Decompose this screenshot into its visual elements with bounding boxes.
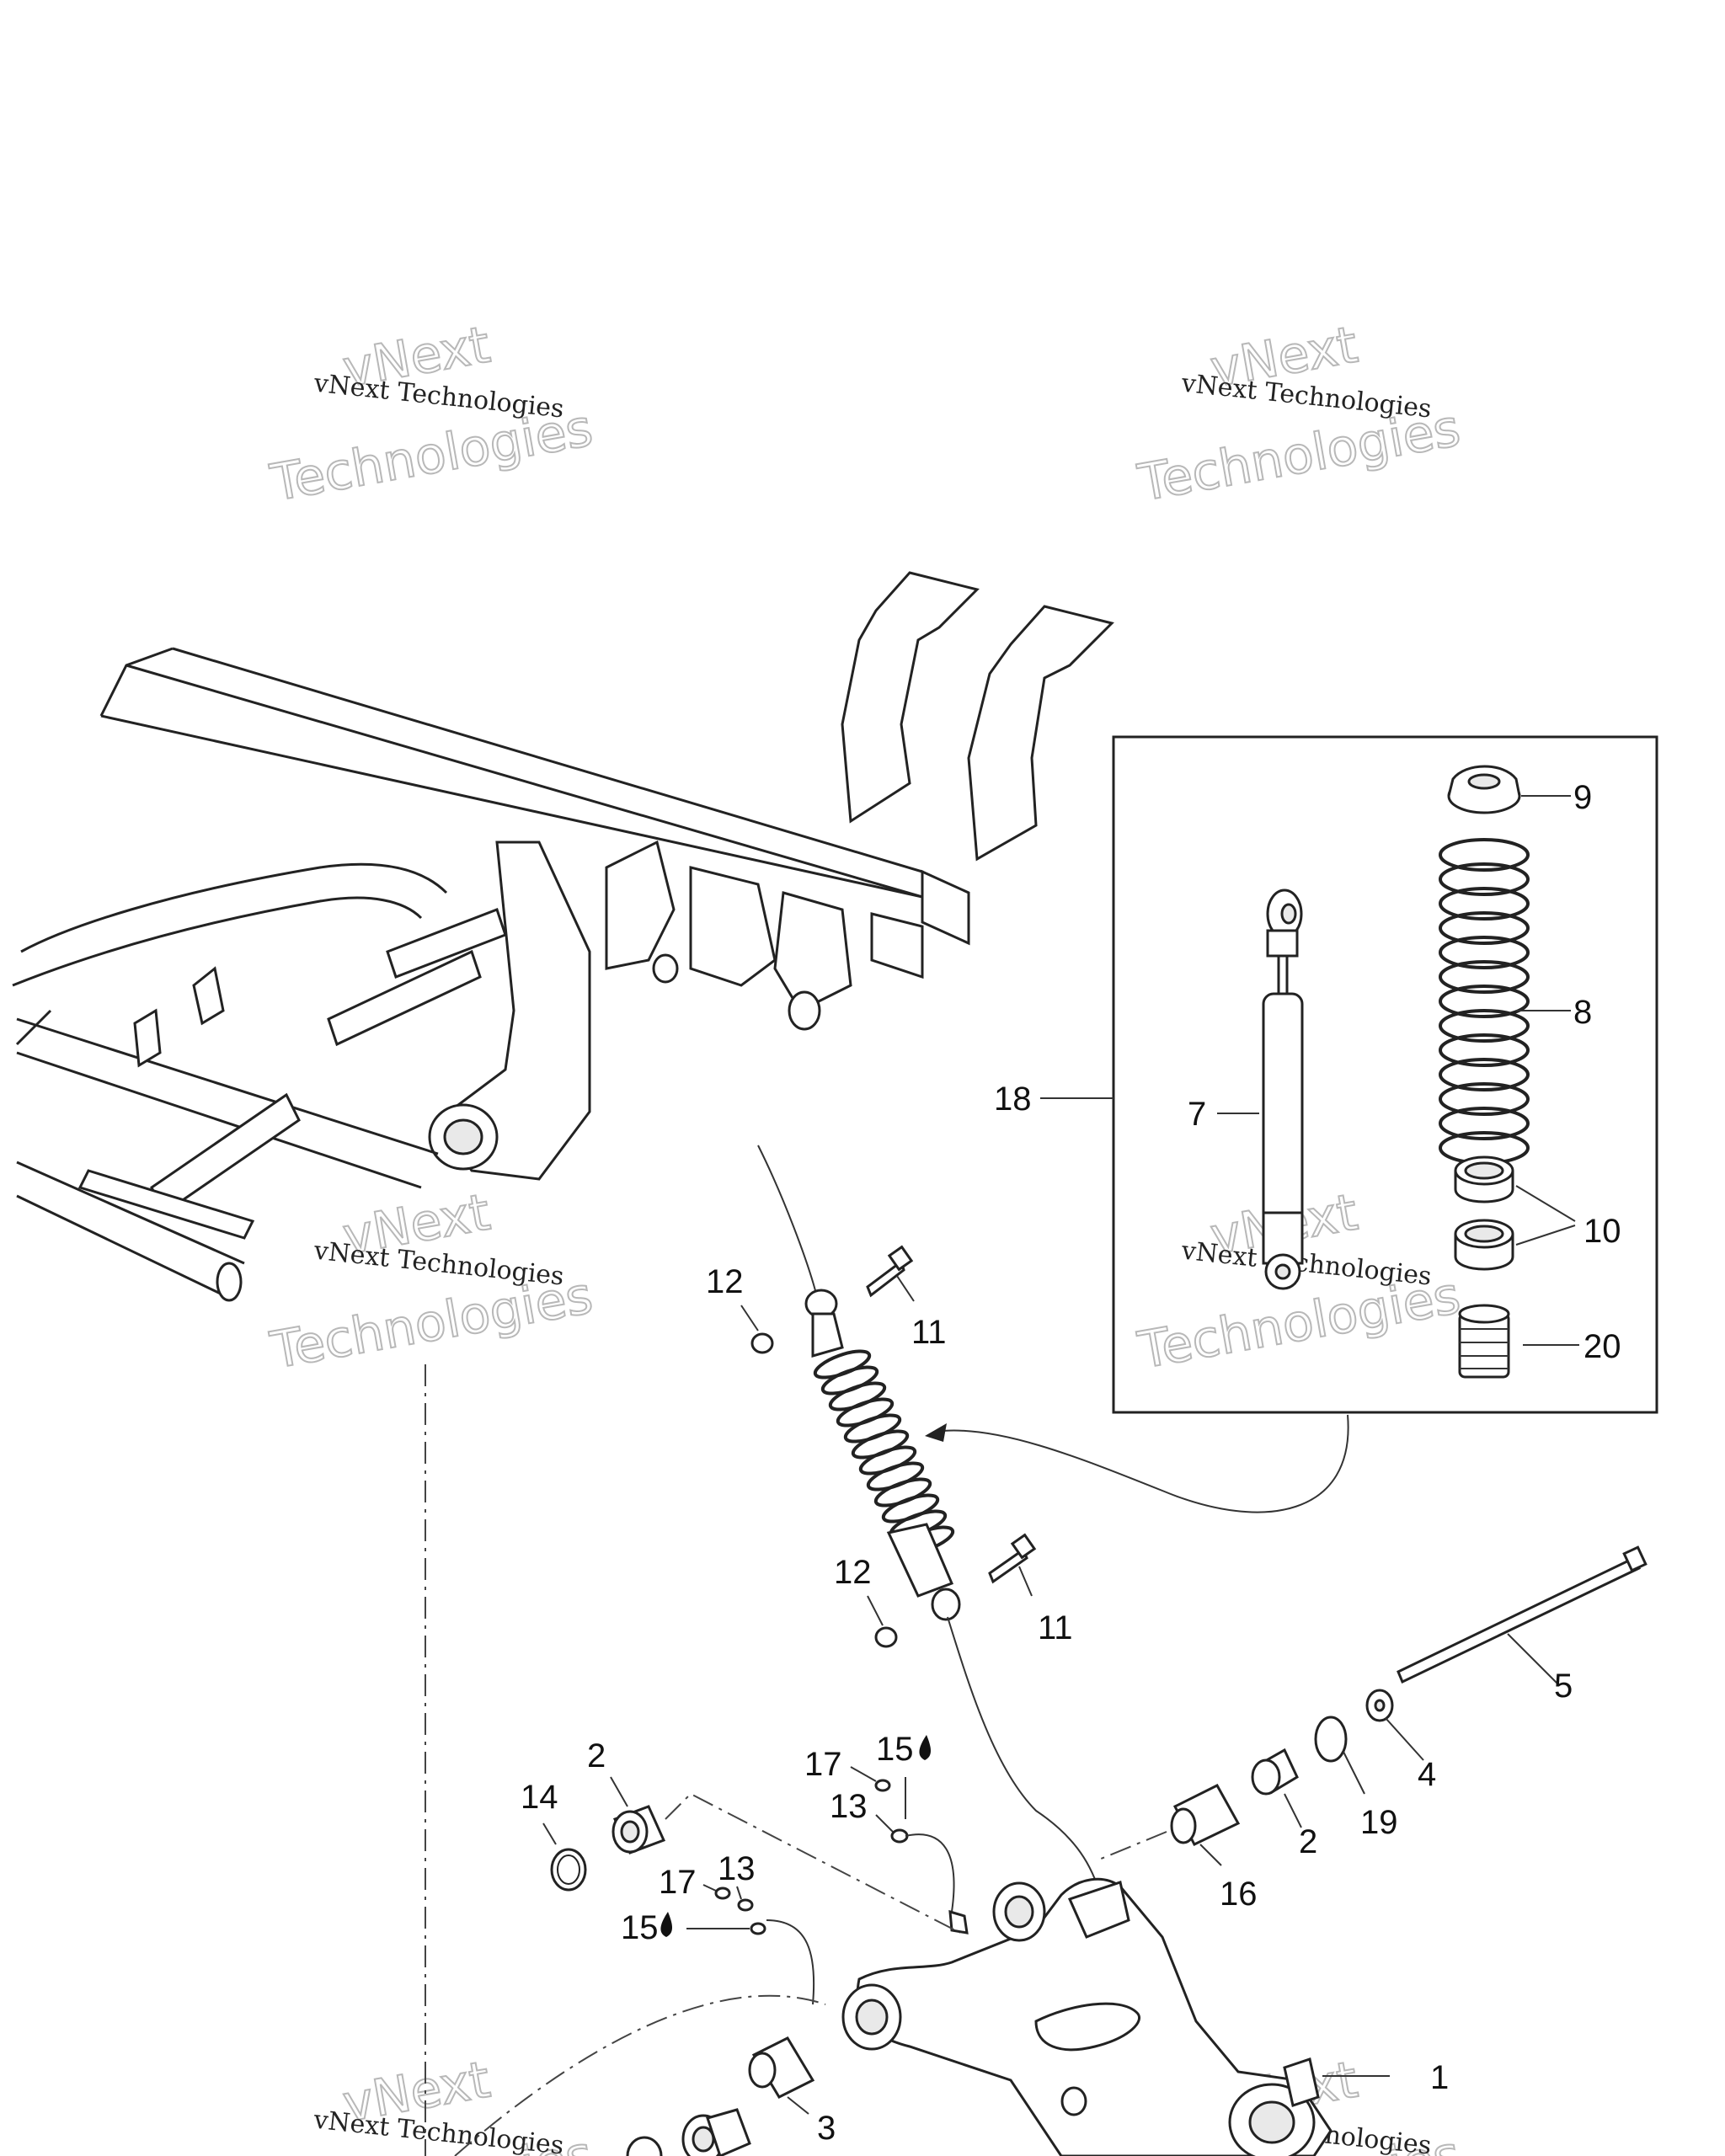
bushing-3: 3 — [748, 2036, 836, 2147]
kit-box-18: 18 — [994, 735, 1658, 1414]
washer-4: 4 — [1365, 1689, 1436, 1793]
bolt-11-upper: 11 — [866, 1245, 947, 1351]
bushing-2-right: 2 — [1251, 1748, 1317, 1860]
detail-arrow — [925, 1414, 1349, 1513]
coil-turn — [836, 1397, 895, 1428]
coil-turn — [1439, 911, 1530, 945]
coil-turn — [1439, 960, 1530, 994]
watermark-bottom-left: vNext Technologies vNext Technologies — [265, 2049, 598, 2156]
coil-turn — [1439, 936, 1530, 969]
callout-14: 14 — [521, 1779, 558, 1816]
callout-13-lower: 13 — [718, 1850, 756, 1887]
spacer-16: 16 — [1094, 1784, 1258, 1913]
callout-15-upper: 15 — [876, 1731, 914, 1768]
coil-spring-8 — [1439, 838, 1530, 1165]
adjuster-nut-10-upper — [1454, 1155, 1514, 1203]
coil-turn — [1439, 1107, 1530, 1140]
seal-ring-19: 19 — [1314, 1716, 1398, 1841]
callout-10: 10 — [1583, 1213, 1621, 1250]
bushing-2-left: 2 — [587, 1737, 961, 1934]
shock-absorber-7: 7 — [1188, 889, 1304, 1290]
coil-turn — [820, 1365, 879, 1396]
callout-11-upper: 11 — [911, 1314, 947, 1351]
spring-seat-9: 9 — [1447, 765, 1592, 816]
pivot-shaft-5: 5 — [1397, 1545, 1648, 1705]
callout-1: 1 — [1430, 2059, 1449, 2096]
callout-2-left: 2 — [587, 1737, 606, 1774]
coil-turn — [1439, 887, 1530, 921]
coil-turn — [1439, 1009, 1530, 1043]
callout-5: 5 — [1554, 1668, 1573, 1705]
nut-12-upper: 12 — [706, 1263, 774, 1354]
bushing-2-lower — [681, 2108, 751, 2156]
coil-turn — [1439, 838, 1530, 872]
watermark-top-left: vNext Technologies vNext Technologies — [265, 314, 598, 514]
drop-icon — [660, 1912, 672, 1937]
coil-turn — [851, 1429, 910, 1460]
callout-3: 3 — [817, 2110, 836, 2147]
coil-turn — [843, 1413, 902, 1444]
callout-2-right: 2 — [1299, 1823, 1317, 1860]
centerline-lower — [454, 1994, 826, 2156]
grease-group-lower: 17 13 15 — [621, 1850, 815, 2005]
coil-turn — [1439, 1058, 1530, 1091]
coil-turn — [1439, 862, 1530, 896]
nut-12-lower: 12 — [834, 1554, 898, 1648]
callout-12-lower: 12 — [834, 1554, 872, 1591]
callout-17-upper: 17 — [804, 1746, 842, 1783]
drop-icon — [919, 1735, 931, 1760]
watermark-top-right: vNext Technologies vNext Technologies — [1133, 314, 1466, 514]
coil-turn — [873, 1477, 932, 1508]
callout-8: 8 — [1573, 994, 1592, 1031]
grease-group-upper: 17 15 13 — [804, 1731, 969, 1935]
shock-assembly — [757, 1145, 1104, 1904]
threaded-sleeve-20: 20 — [1458, 1304, 1621, 1379]
vehicle-frame — [12, 571, 1114, 1302]
adjuster-nut-10-lower — [1454, 1219, 1514, 1271]
coil-turn — [1439, 1082, 1530, 1116]
coil-turn — [1439, 1033, 1530, 1067]
callout-9: 9 — [1573, 779, 1592, 816]
callout-11-lower: 11 — [1038, 1609, 1073, 1646]
seal-ring-14: 14 — [521, 1779, 587, 1892]
callout-16: 16 — [1220, 1876, 1258, 1913]
coil-turn — [866, 1461, 925, 1492]
bolt-11-lower: 11 — [988, 1533, 1073, 1646]
callout-19: 19 — [1360, 1804, 1398, 1841]
callout-4: 4 — [1418, 1756, 1436, 1793]
seal-ring-lower — [626, 2136, 663, 2156]
watermark-mid-left: vNext Technologies vNext Technologies — [265, 1182, 598, 1381]
coil-turn — [881, 1493, 940, 1524]
callout-15-lower: 15 — [621, 1909, 659, 1946]
coil-turn — [828, 1381, 887, 1412]
callout-17-lower: 17 — [659, 1864, 697, 1901]
callout-7: 7 — [1188, 1096, 1206, 1133]
callout-12-upper: 12 — [706, 1263, 744, 1300]
coil-turn — [1439, 985, 1530, 1018]
callout-20: 20 — [1583, 1328, 1621, 1365]
callout-18: 18 — [994, 1081, 1032, 1118]
callout-13-upper: 13 — [830, 1788, 868, 1825]
assembled-coil — [813, 1349, 955, 1556]
swing-arm-1: 1 — [841, 1877, 1449, 2156]
coil-turn — [858, 1445, 917, 1476]
